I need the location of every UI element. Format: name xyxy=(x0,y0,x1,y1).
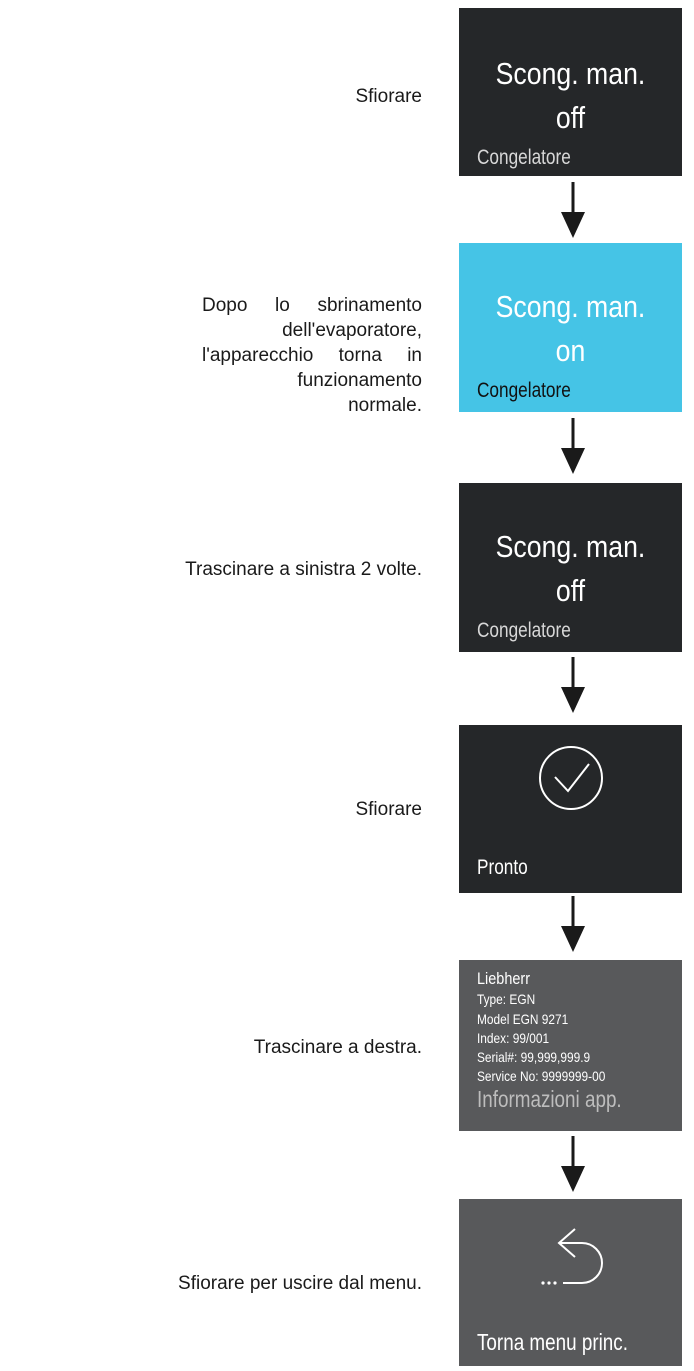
info-model: Model EGN 9271 xyxy=(477,1011,569,1027)
panel-state: off xyxy=(555,100,586,135)
panel-caption: Pronto xyxy=(477,856,528,879)
panel-caption: Informazioni app. xyxy=(477,1086,622,1112)
panel-ready[interactable]: Pronto xyxy=(459,725,682,893)
instruction-step-1: Sfiorare xyxy=(355,86,422,107)
down-arrow-icon xyxy=(561,182,585,238)
down-arrow-icon xyxy=(561,896,585,952)
instruction-step-5: Trascinare a destra. xyxy=(253,1037,422,1058)
down-arrow-icon xyxy=(561,418,585,474)
back-arrow-icon xyxy=(541,1228,603,1285)
panel-defrost-on[interactable]: Scong. man. on Congelatore xyxy=(459,243,682,412)
panel-defrost-off[interactable]: Scong. man. off Congelatore xyxy=(459,8,682,176)
panel-caption: Torna menu princ. xyxy=(477,1329,628,1355)
panel-title: Scong. man. xyxy=(495,289,646,324)
info-index: Index: 99/001 xyxy=(477,1030,550,1046)
panel-state: off xyxy=(555,573,586,608)
panel-device-info[interactable]: Liebherr Type: EGN Model EGN 9271 Index:… xyxy=(459,960,682,1131)
instruction-line: Dopo lo sbrinamento dell'evaporatore, xyxy=(202,295,422,341)
instruction-step-4: Sfiorare xyxy=(355,799,422,820)
checkmark-circle-icon xyxy=(539,746,603,810)
panel-defrost-off-2[interactable]: Scong. man. off Congelatore xyxy=(459,483,682,652)
panel-caption: Congelatore xyxy=(477,619,571,642)
instruction-line: l'apparecchio torna in funzionamento xyxy=(202,345,422,391)
panel-title: Scong. man. xyxy=(495,529,646,564)
info-serial: Serial#: 99,999,999.9 xyxy=(477,1049,591,1065)
panel-caption: Congelatore xyxy=(477,379,571,402)
info-service: Service No: 9999999-00 xyxy=(477,1068,606,1084)
info-type: Type: EGN xyxy=(477,991,536,1007)
down-arrow-icon xyxy=(561,1136,585,1192)
instruction-line: normale. xyxy=(348,395,422,416)
panel-state: on xyxy=(555,333,586,368)
instruction-step-6: Sfiorare per uscire dal menu. xyxy=(178,1273,422,1294)
down-arrow-icon xyxy=(561,657,585,713)
instruction-step-3: Trascinare a sinistra 2 volte. xyxy=(185,559,422,580)
instruction-step-2: Dopo lo sbrinamento dell'evaporatore, l'… xyxy=(202,293,422,418)
info-brand: Liebherr xyxy=(477,969,531,988)
panel-title: Scong. man. xyxy=(495,56,646,91)
panel-caption: Congelatore xyxy=(477,146,571,169)
panel-back-to-main-menu[interactable]: Torna menu princ. xyxy=(459,1199,682,1366)
